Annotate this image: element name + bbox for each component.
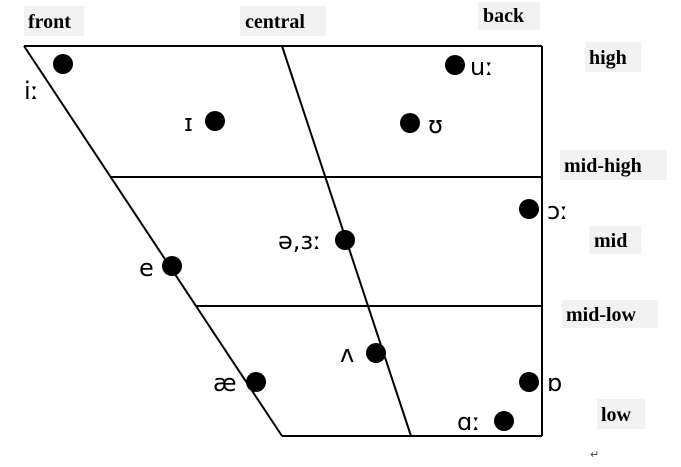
open-o-long-dot [519, 199, 539, 219]
e-symbol: e [139, 254, 154, 282]
wedge-dot [366, 343, 386, 363]
mid-low-label: mid-low [566, 304, 637, 326]
a-long-dot [494, 411, 514, 431]
ash-symbol: æ [213, 369, 237, 397]
e-dot [162, 256, 182, 276]
ash-dot [246, 372, 266, 392]
a-long-symbol: ɑː [457, 408, 480, 436]
upsilon-symbol: ʊ [428, 111, 443, 139]
turned-a-dot [519, 372, 539, 392]
front-header-box [24, 6, 84, 36]
wedge-symbol: ʌ [340, 340, 354, 368]
back-label: back [483, 5, 525, 27]
high-label: high [589, 47, 627, 69]
central-label: central [245, 11, 305, 33]
front-label: front [28, 11, 71, 33]
turned-a-symbol: ɒ [547, 369, 562, 397]
u-long-symbol: uː [470, 53, 493, 81]
i-long-dot [53, 54, 73, 74]
central-header-box [240, 6, 326, 36]
small-i-dot [205, 111, 225, 131]
mid-low-header-box [562, 300, 658, 328]
schwa-symbol: ə,ɜː [278, 227, 321, 255]
upsilon-dot [400, 113, 420, 133]
schwa-dot [335, 230, 355, 250]
back-header-box [478, 2, 540, 30]
low-header-box [597, 399, 645, 429]
u-long-dot [445, 55, 465, 75]
small-i-symbol: ɪ [184, 109, 193, 137]
mid-label: mid [594, 230, 627, 252]
return-mark-icon: ↵ [590, 448, 599, 461]
low-label: low [601, 404, 632, 426]
left-edge [23, 45, 283, 437]
open-o-long-symbol: ɔː [547, 197, 568, 225]
mid-high-label: mid-high [564, 155, 642, 177]
high-header-box [585, 42, 641, 72]
mid-header-box [589, 226, 641, 254]
i-long-symbol: iː [24, 77, 39, 105]
mid-high-header-box [560, 150, 667, 180]
